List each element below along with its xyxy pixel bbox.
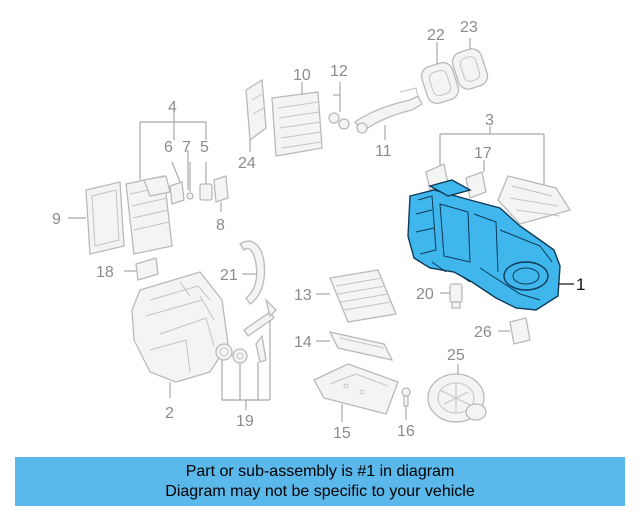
callout-9: 9 bbox=[52, 211, 61, 228]
callout-26: 26 bbox=[474, 324, 492, 341]
part-13-filter[interactable] bbox=[329, 269, 397, 323]
callout-22: 22 bbox=[427, 27, 445, 44]
part-5-clip[interactable] bbox=[199, 183, 213, 201]
callout-8: 8 bbox=[216, 217, 225, 234]
exploded-parts-diagram: 1 2 3 4 5 6 7 8 9 10 11 12 13 14 15 16 1… bbox=[52, 19, 585, 442]
callout-10: 10 bbox=[293, 67, 311, 84]
part-20-actuator[interactable] bbox=[449, 283, 463, 309]
part-4-heater-core[interactable] bbox=[125, 175, 173, 255]
callout-23: 23 bbox=[460, 19, 478, 36]
part-25-blower-motor[interactable] bbox=[427, 373, 487, 423]
part-17-actuator[interactable] bbox=[465, 171, 487, 199]
part-12-valve[interactable] bbox=[328, 112, 350, 130]
callout-13: 13 bbox=[294, 287, 312, 304]
part-11-ac-pipe[interactable] bbox=[354, 87, 423, 134]
notice-line-part-number: Part or sub-assembly is #1 in diagram bbox=[185, 462, 455, 480]
part-2-heater-housing[interactable] bbox=[131, 271, 229, 383]
part-23-gasket[interactable] bbox=[450, 46, 490, 91]
part-21-drain-hose[interactable] bbox=[239, 240, 266, 305]
part-18-bracket[interactable] bbox=[135, 257, 159, 281]
callout-1: 1 bbox=[576, 275, 585, 294]
callout-11: 11 bbox=[375, 143, 392, 160]
callout-6: 6 bbox=[164, 139, 173, 156]
part-24-expansion-valve[interactable] bbox=[245, 78, 267, 142]
part-14-seal-strip[interactable] bbox=[328, 331, 394, 361]
callout-7: 7 bbox=[182, 139, 191, 156]
callout-19: 19 bbox=[236, 413, 254, 430]
callout-3: 3 bbox=[485, 112, 494, 129]
callout-24: 24 bbox=[238, 155, 256, 172]
callout-14: 14 bbox=[294, 334, 312, 351]
callout-21: 21 bbox=[220, 267, 238, 284]
part-10-evaporator[interactable] bbox=[271, 91, 323, 157]
callout-25: 25 bbox=[447, 347, 465, 364]
part-7-screw[interactable] bbox=[186, 192, 194, 200]
callout-15: 15 bbox=[333, 425, 351, 442]
part-19-seals[interactable] bbox=[215, 297, 277, 364]
callout-5: 5 bbox=[200, 139, 209, 156]
part-16-screw[interactable] bbox=[401, 387, 411, 407]
callout-2: 2 bbox=[165, 405, 174, 422]
part-3-mode-door[interactable] bbox=[497, 175, 572, 225]
callout-16: 16 bbox=[397, 423, 415, 440]
notice-line-disclaimer: Diagram may not be specific to your vehi… bbox=[165, 482, 475, 500]
diagram-notice-banner: Part or sub-assembly is #1 in diagram Di… bbox=[15, 457, 625, 506]
part-6-seal[interactable] bbox=[169, 181, 185, 205]
part-8-clip[interactable] bbox=[213, 175, 229, 203]
part-22-gasket[interactable] bbox=[419, 60, 461, 106]
callout-4: 4 bbox=[168, 99, 177, 116]
part-1-hvac-case-highlighted[interactable] bbox=[407, 179, 561, 311]
part-26-resistor[interactable] bbox=[509, 317, 531, 345]
callout-18: 18 bbox=[96, 264, 114, 281]
part-15-cover-plate[interactable] bbox=[313, 363, 399, 415]
callout-17: 17 bbox=[474, 145, 492, 162]
callout-20: 20 bbox=[416, 286, 434, 303]
callout-12: 12 bbox=[330, 63, 348, 80]
part-9-cabin-filter[interactable] bbox=[85, 181, 125, 255]
